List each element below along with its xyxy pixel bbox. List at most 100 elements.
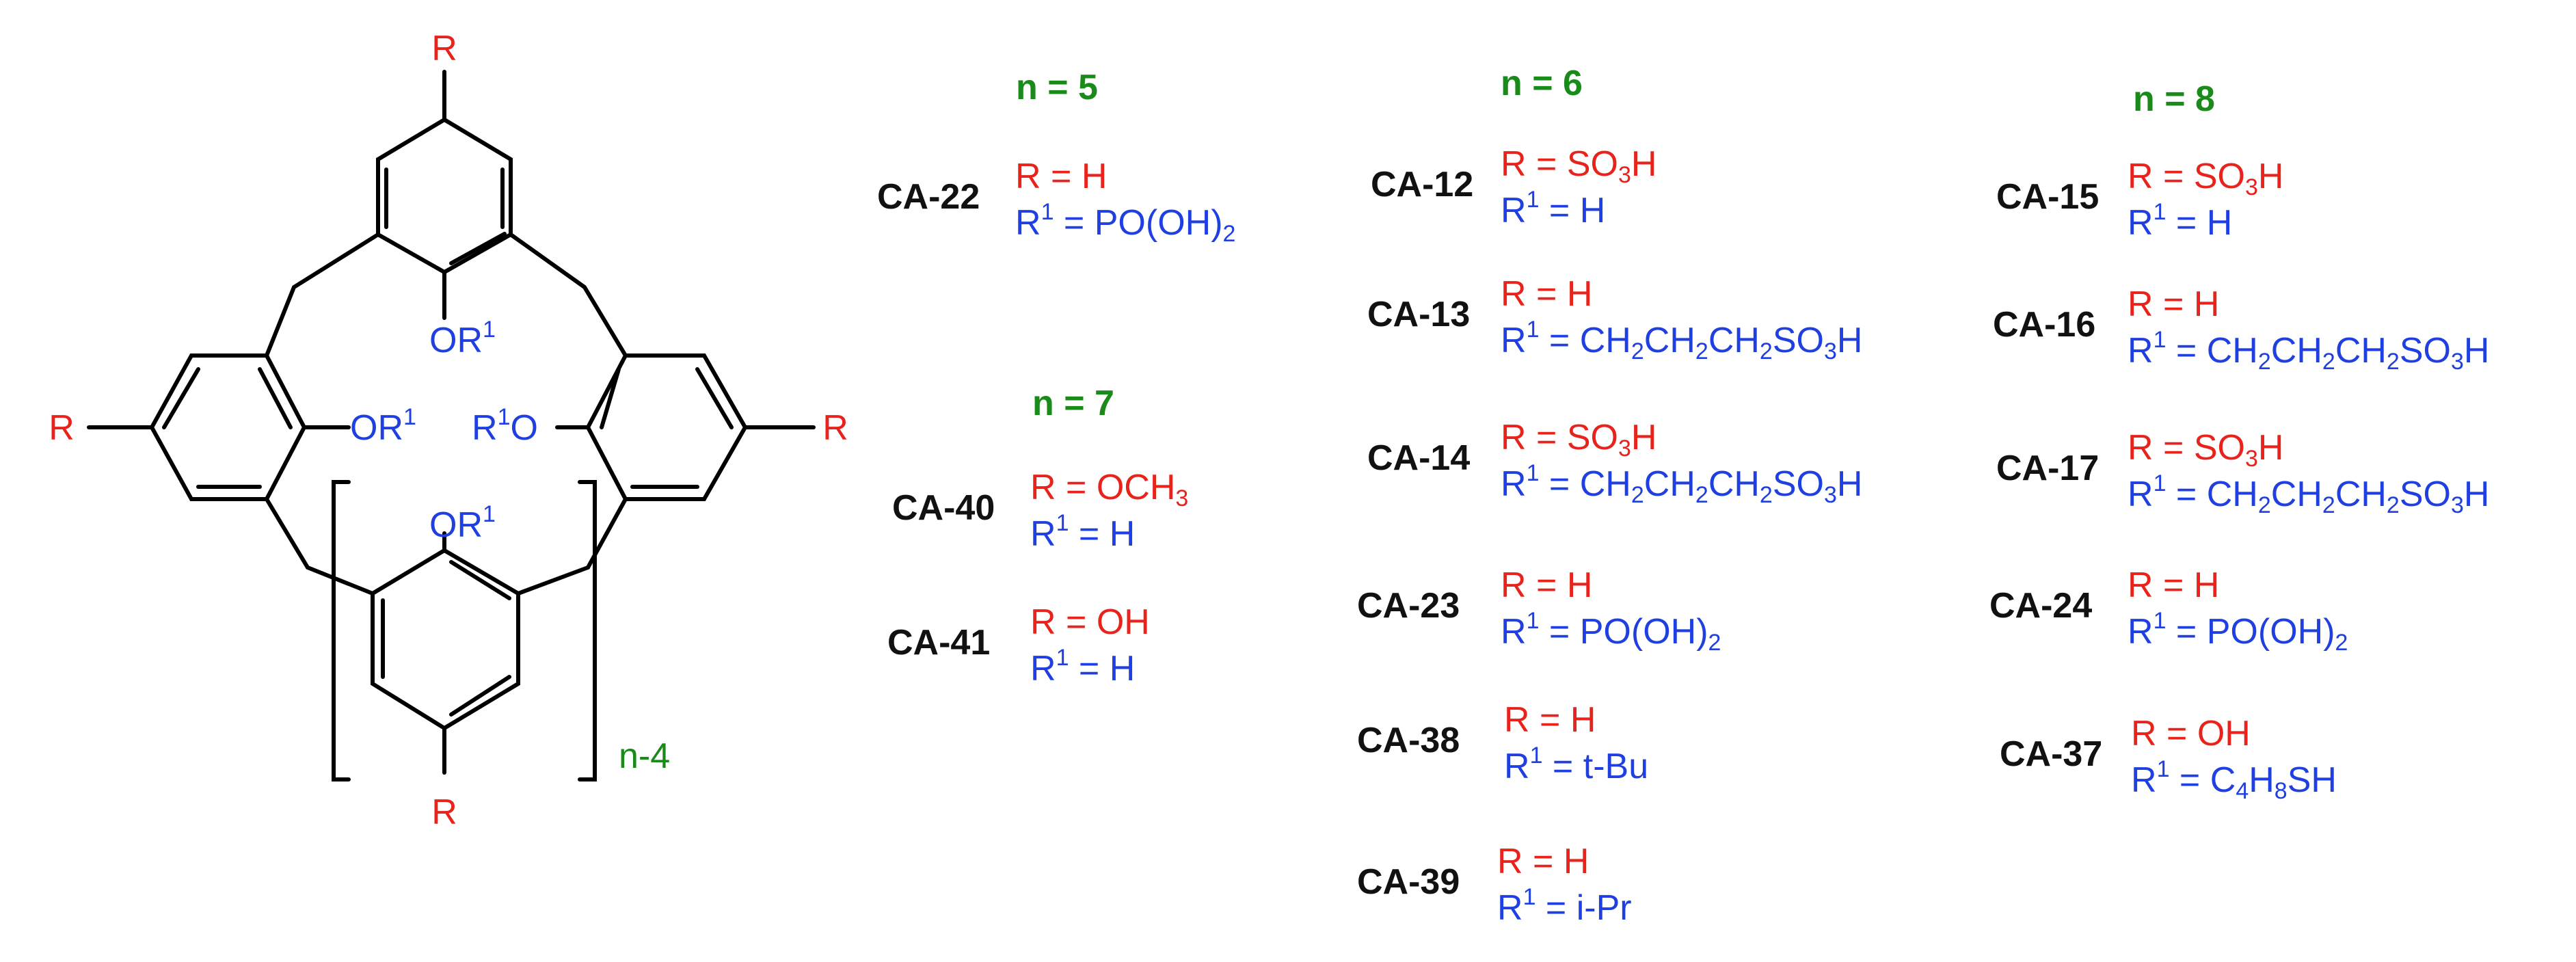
formula-sup: 1 <box>2156 756 2170 782</box>
or1-label-top: OR1 <box>429 317 496 360</box>
formula-text: CH <box>1643 464 1695 504</box>
formula-sub: 2 <box>1759 338 1773 364</box>
r-substituent: R = H <box>1501 273 1592 315</box>
formula-text: R <box>1015 203 1041 243</box>
formula-text: R <box>1030 649 1056 689</box>
r-substituent: R = H <box>2128 565 2219 606</box>
formula-text: = CH <box>1539 321 1631 360</box>
formula-sub: 3 <box>2450 349 2464 375</box>
formula-sub: 3 <box>1618 436 1631 462</box>
formula-sub: 3 <box>2244 446 2258 472</box>
compound-code: CA-16 <box>1993 305 2096 345</box>
formula-text: R = SO <box>2128 157 2245 196</box>
r-label-left: R <box>49 408 75 448</box>
compound-code: CA-40 <box>892 488 995 528</box>
formula-sup: 1 <box>2153 327 2166 353</box>
formula-sub: 2 <box>2257 349 2271 375</box>
header-n6: n = 6 <box>1501 64 1583 103</box>
header-n8: n = 8 <box>2133 79 2215 119</box>
formula-sup: 1 <box>1526 460 1540 486</box>
formula-sup: 1 <box>1522 884 1536 910</box>
r1-substituent: R1 = C4H8SH <box>2131 758 2337 804</box>
formula-sub: 2 <box>2386 492 2400 518</box>
formula-sup: 1 <box>1056 645 1069 671</box>
formula-text: = H <box>1539 191 1606 230</box>
formula-text: R <box>2128 612 2154 652</box>
formula-text: R = SO <box>1501 418 1618 457</box>
r1-substituent: R1 = PO(OH)2 <box>1015 200 1235 245</box>
r1-substituent: R1 = CH2CH2CH2SO3H <box>1501 318 1863 364</box>
or1-base: OR <box>429 505 483 545</box>
formula-text: R = H <box>1497 842 1589 881</box>
formula-text: CH <box>2335 331 2387 371</box>
formula-text: = H <box>1069 514 1136 554</box>
compound-code: CA-15 <box>1996 177 2099 217</box>
formula-sub: 8 <box>2274 778 2287 804</box>
formula-text: R <box>1504 747 1530 786</box>
formula-text: R = H <box>1015 157 1108 196</box>
calixarene-structure: R R R R OR1 OR1 OR1 R1O n-4 <box>49 29 848 832</box>
compound-code: CA-24 <box>1989 586 2093 626</box>
formula-text: R <box>1030 514 1056 554</box>
formula-text: SO <box>2399 331 2451 371</box>
formula-text: R <box>1501 464 1527 504</box>
r1-substituent: R1 = H <box>1030 511 1136 555</box>
formula-sub: 3 <box>1823 482 1837 508</box>
r1-substituent: R1 = H <box>2128 200 2233 243</box>
r1-substituent: R1 = PO(OH)2 <box>1501 608 1721 654</box>
or1-label-bottom: OR1 <box>429 501 496 545</box>
formula-sub: 2 <box>1222 221 1236 247</box>
r-substituent: R = H <box>2128 284 2219 325</box>
repeat-label: n-4 <box>619 736 670 776</box>
r-label-right: R <box>822 408 848 448</box>
formula-text: H <box>1631 418 1657 457</box>
formula-sub: 2 <box>1631 338 1644 364</box>
formula-text: = CH <box>1539 464 1631 504</box>
formula-sup: 1 <box>1526 608 1540 634</box>
formula-text: R = H <box>1501 274 1593 314</box>
r1-substituent: R1 = CH2CH2CH2SO3H <box>2128 472 2490 518</box>
r-label-bottom: R <box>431 792 457 832</box>
compound-code: CA-39 <box>1357 862 1460 902</box>
formula-text: R = H <box>2128 284 2220 324</box>
r1-substituent: R1 = t-Bu <box>1504 743 1648 787</box>
formula-text: = i-Pr <box>1535 888 1632 928</box>
formula-sub: 2 <box>2257 492 2271 518</box>
formula-text: H <box>1836 464 1863 504</box>
r1o-sup: 1 <box>498 404 511 430</box>
or1-base: OR <box>429 321 483 360</box>
formula-text: R <box>1501 191 1527 230</box>
compound-code: CA-22 <box>877 177 980 217</box>
bonds <box>87 70 816 781</box>
formula-text: = C <box>2169 760 2236 800</box>
r-substituent: R = SO3H <box>1501 417 1657 460</box>
formula-text: CH <box>2270 331 2322 371</box>
r-substituent: R = SO3H <box>2128 427 2283 470</box>
formula-text: R = SO <box>1501 144 1618 184</box>
formula-text: = H <box>1069 649 1136 689</box>
formula-text: = CH <box>2166 331 2258 371</box>
formula-text: CH <box>1708 321 1760 360</box>
formula-sub: 2 <box>1695 482 1708 508</box>
formula-text: R = H <box>1501 565 1593 605</box>
formula-sub: 2 <box>1708 630 1721 656</box>
formula-text: H <box>1631 144 1657 184</box>
or1-sup: 1 <box>403 404 416 430</box>
formula-text: = H <box>2166 203 2233 243</box>
formula-sup: 1 <box>1529 743 1543 769</box>
r1-substituent: R1 = CH2CH2CH2SO3H <box>2128 327 2489 373</box>
formula-text: R <box>2131 760 2157 800</box>
compound-code: CA-13 <box>1367 295 1471 334</box>
formula-text: R = OH <box>1030 602 1150 642</box>
formula-sub: 3 <box>1175 485 1189 511</box>
formula-text: R <box>1497 888 1523 928</box>
formula-text: H <box>2463 475 2490 514</box>
formula-text: H <box>1836 321 1863 360</box>
formula-text: R <box>2128 331 2154 371</box>
formula-sup: 1 <box>2153 608 2166 634</box>
r1-substituent: R1 = PO(OH)2 <box>2128 608 2348 654</box>
formula-text: SO <box>2399 475 2451 514</box>
formula-sub: 2 <box>2335 630 2348 656</box>
r-substituent: R = OH <box>1030 602 1150 643</box>
r-substituent: R = SO3H <box>1501 144 1657 187</box>
